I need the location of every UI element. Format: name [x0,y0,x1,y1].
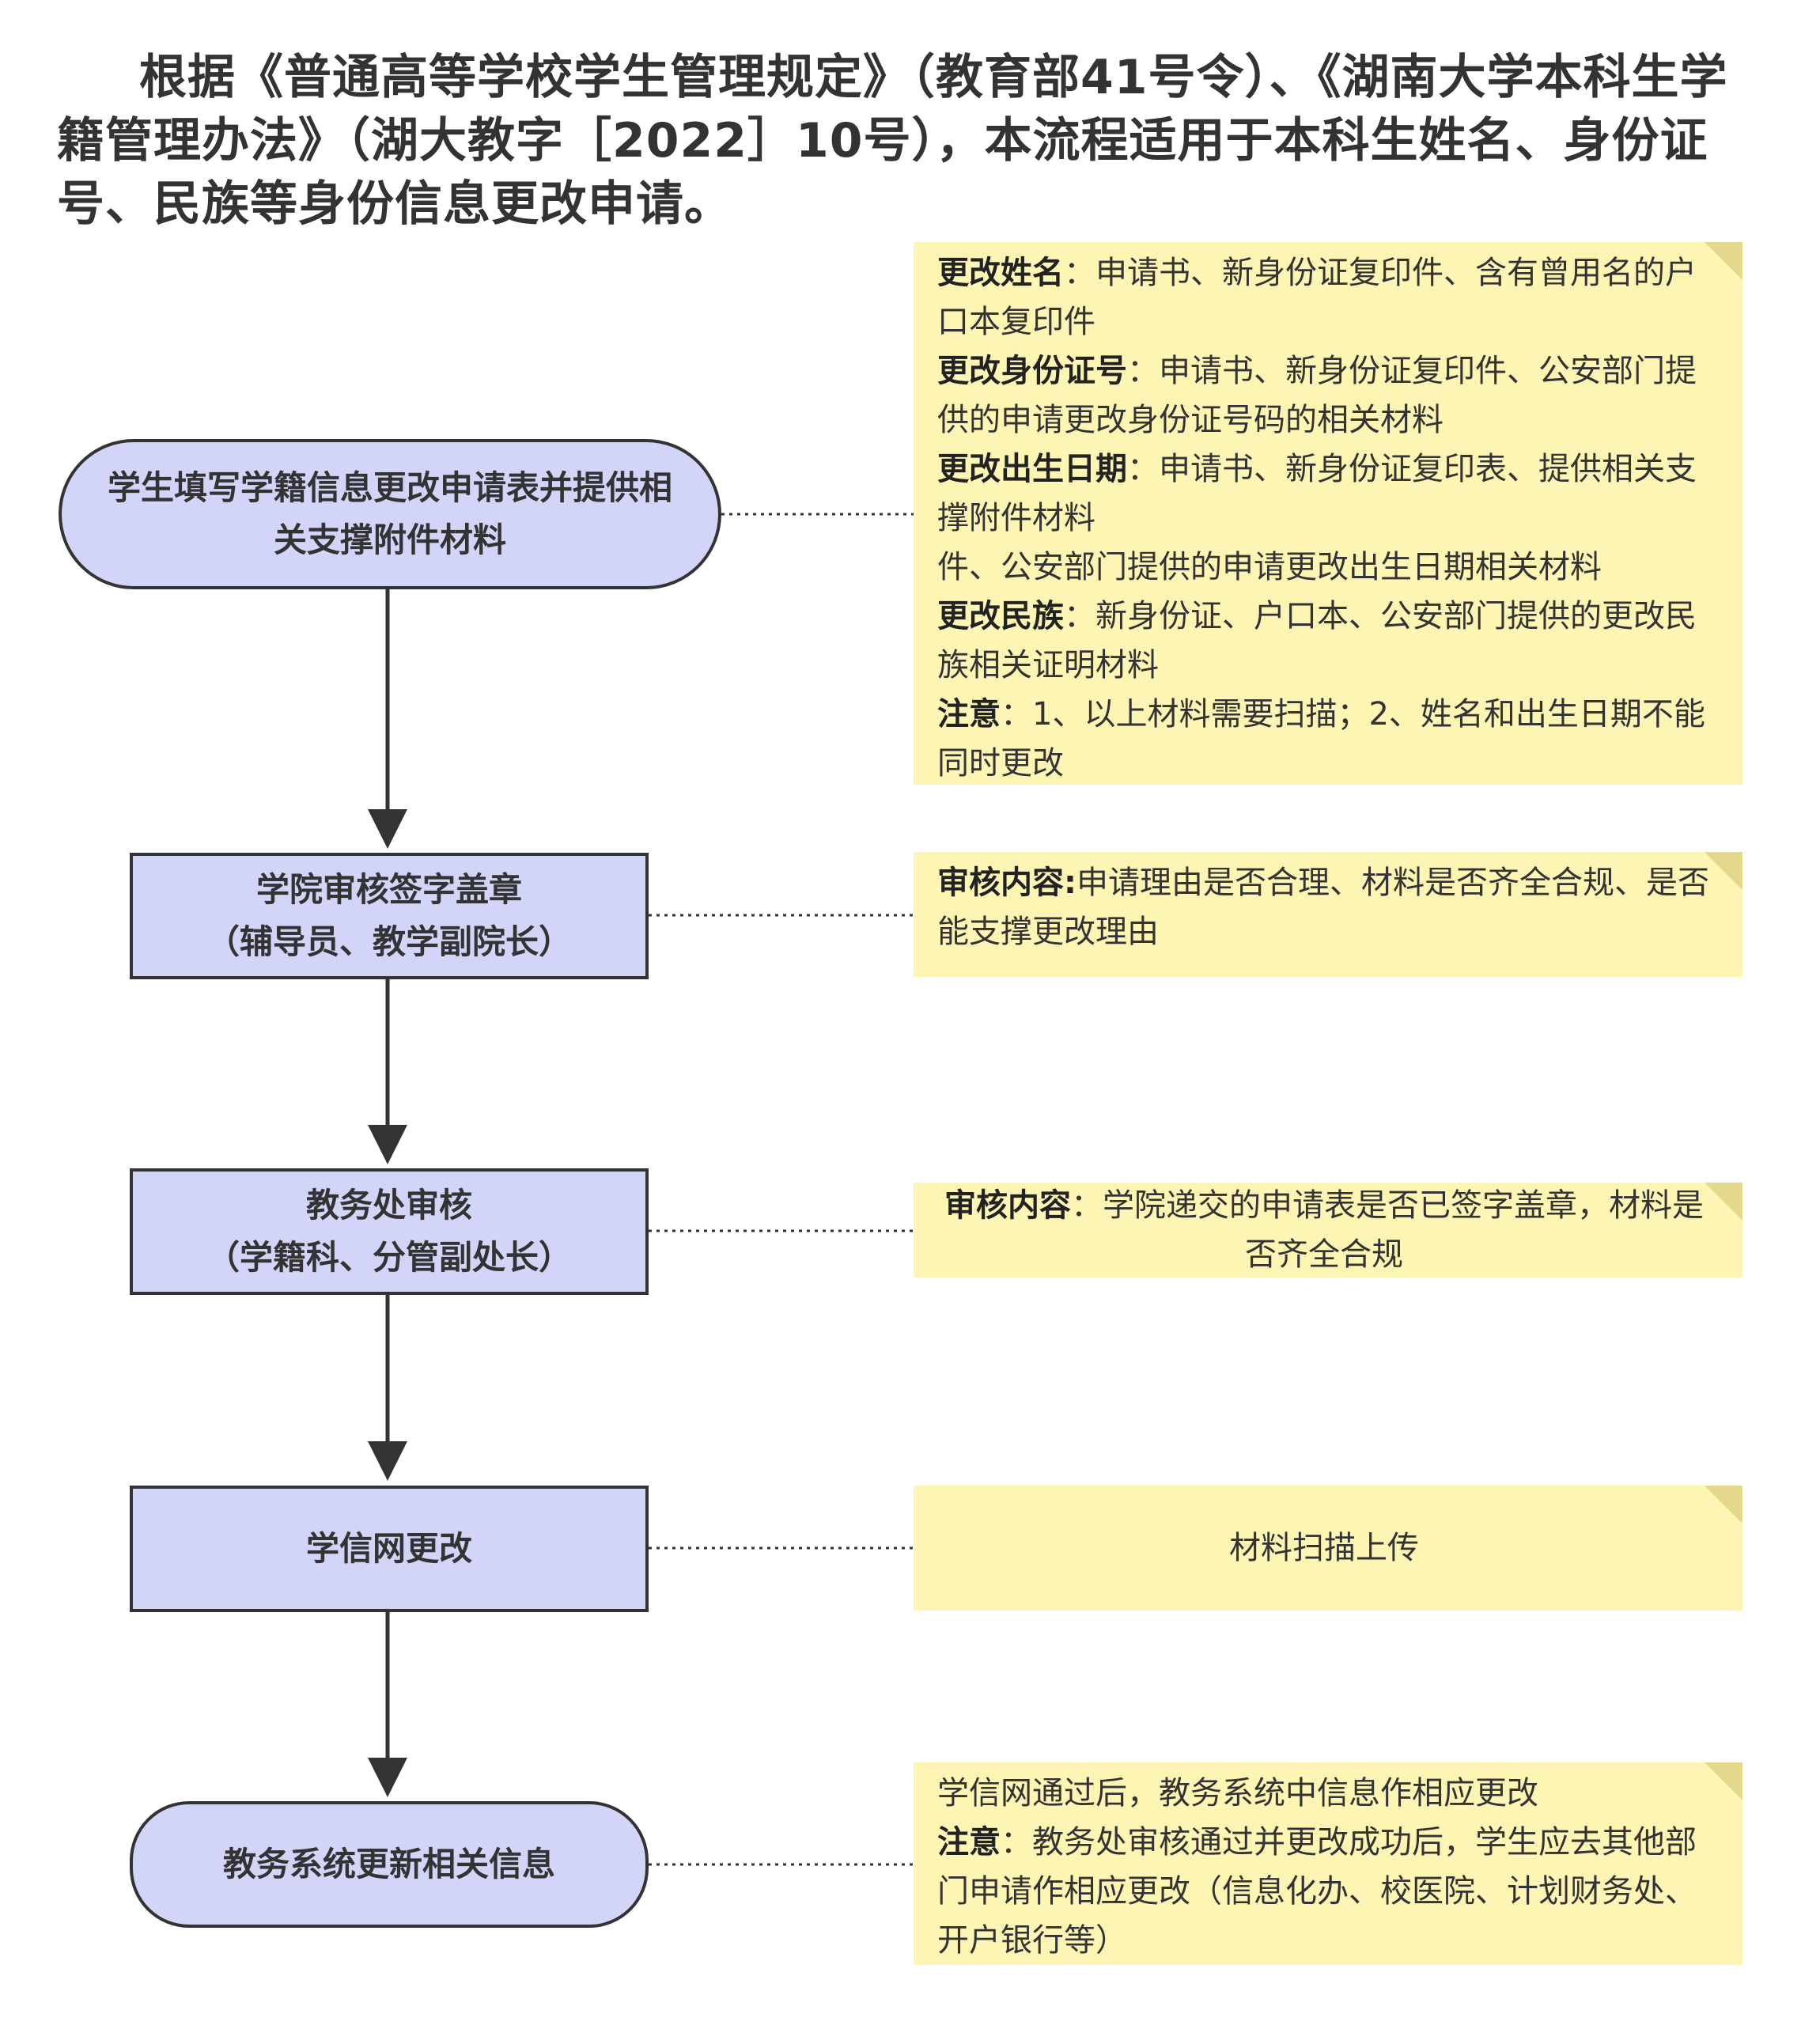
step-5-line-1: 教务系统更新相关信息 [222,1845,555,1883]
note-1-ethnic-label: 更改民族 [937,598,1064,634]
intro-paragraph: 根据《普通高等学校学生管理规定》（教育部41号令）、《湖南大学本科生学籍管理办法… [57,50,1728,232]
note-1-rename-text: ：申请书、新身份证复印件、含有曾用名的户口本复印件 [937,255,1697,340]
note-2-text: 申请理由是否合理、材料是否齐全合规、是否能支撑更改理由 [937,865,1709,950]
step-1-line-1: 学生填写学籍信息更改申请表并提供相 [107,468,672,507]
note-1-id-label: 更改身份证号 [937,353,1127,389]
step-2-college-review: 学院审核签字盖章 （辅导员、教学副院长） [130,853,649,979]
note-1-birth-extra: 件、公安部门提供的申请更改出生日期相关材料 [937,549,1602,585]
note-2-body: 审核内容:申请理由是否合理、材料是否齐全合规、是否能支撑更改理由 [937,858,1711,956]
note-1-id-text: ：申请书、新身份证复印件、公安部门提供的申请更改身份证号码的相关材料 [937,353,1697,438]
step-4-chsi-update: 学信网更改 [130,1486,649,1612]
step-3-line-1: 教务处审核 [305,1186,472,1225]
note-1-ethnic: 更改民族：新身份证、户口本、公安部门提供的更改民族相关证明材料 [937,592,1711,690]
step-2-line-2: （辅导员、教学副院长） [206,922,572,961]
note-1-id: 更改身份证号：申请书、新身份证复印件、公安部门提供的申请更改身份证号码的相关材料 [937,346,1711,445]
note-1-birth-label: 更改出生日期 [937,451,1127,487]
note-1-ethnic-text: ：新身份证、户口本、公安部门提供的更改民族相关证明材料 [937,598,1697,683]
note-3-text: ：学院递交的申请表是否已签字盖章，材料是否齐全合规 [1071,1187,1704,1273]
note-system-update: 学信网通过后，教务系统中信息作相应更改 注意：教务处审核通过并更改成功后，学生应… [914,1762,1742,1965]
step-2-line-1: 学院审核签字盖章 [255,870,522,909]
note-1-birth-text: ：申请书、新身份证复印表、提供相关支撑附件材料 [937,451,1697,536]
note-1-notice-text: ：1、以上材料需要扫描；2、姓名和出生日期不能同时更改 [937,696,1705,782]
note-3-label: 审核内容 [944,1187,1071,1224]
note-upload-materials: 材料扫描上传 [914,1486,1742,1611]
note-1-birth: 更改出生日期：申请书、新身份证复印表、提供相关支撑附件材料 [937,445,1711,543]
note-3-body: 审核内容：学院递交的申请表是否已签字盖章，材料是否齐全合规 [937,1181,1711,1279]
note-1-notice: 注意：1、以上材料需要扫描；2、姓名和出生日期不能同时更改 [937,690,1711,788]
note-5-line-1: 学信网通过后，教务系统中信息作相应更改 [937,1775,1538,1811]
note-college-review-content: 审核内容:申请理由是否合理、材料是否齐全合规、是否能支撑更改理由 [914,852,1742,977]
step-3-line-2: （学籍科、分管副处长） [206,1238,572,1277]
note-5-notice-label: 注意 [937,1824,1001,1861]
note-1-rename-label: 更改姓名 [937,255,1064,291]
step-4-line-1: 学信网更改 [305,1529,472,1568]
note-2-label: 审核内容: [937,865,1076,901]
note-5-notice: 注意：教务处审核通过并更改成功后，学生应去其他部门申请作相应更改（信息化办、校医… [937,1818,1711,1965]
step-5-system-update: 教务系统更新相关信息 [130,1801,649,1928]
note-1-notice-label: 注意 [937,696,1001,732]
step-1-line-2: 关支撑附件材料 [273,520,506,559]
step-3-academic-affairs-review: 教务处审核 （学籍科、分管副处长） [130,1168,649,1295]
note-required-materials: 更改姓名：申请书、新身份证复印件、含有曾用名的户口本复印件 更改身份证号：申请书… [914,242,1742,785]
step-1-submit-application: 学生填写学籍信息更改申请表并提供相 关支撑附件材料 [59,439,721,589]
note-5-notice-text: ：教务处审核通过并更改成功后，学生应去其他部门申请作相应更改（信息化办、校医院、… [937,1824,1697,1959]
note-1-rename: 更改姓名：申请书、新身份证复印件、含有曾用名的户口本复印件 [937,248,1711,346]
note-4-text: 材料扫描上传 [1229,1530,1419,1566]
note-office-review-content: 审核内容：学院递交的申请表是否已签字盖章，材料是否齐全合规 [914,1183,1742,1278]
